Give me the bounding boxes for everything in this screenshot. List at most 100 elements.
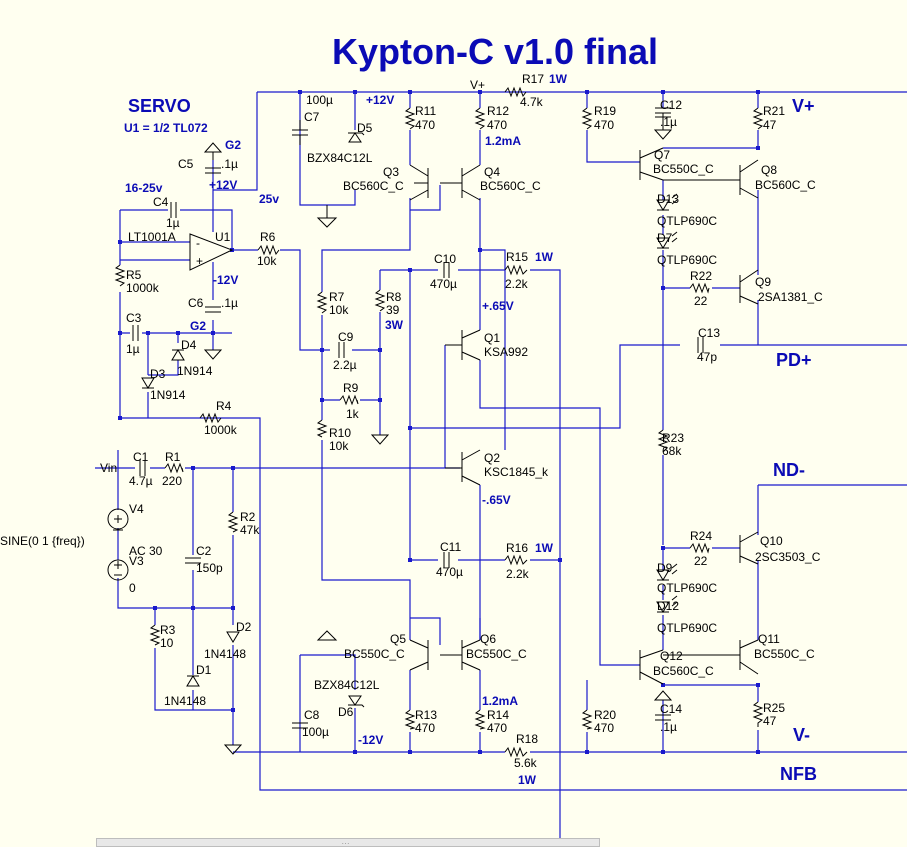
label-c10-ref: C10 <box>434 252 456 266</box>
label-d9-ref: D9 <box>657 561 673 575</box>
ground-c12 <box>653 116 673 140</box>
net-plus065: +.65V <box>482 299 514 313</box>
capacitor-c14 <box>655 714 671 721</box>
led-d7 <box>656 231 678 249</box>
opamp-u1: - + <box>189 233 234 271</box>
resistor-r13 <box>404 709 416 730</box>
transistors <box>409 147 759 685</box>
label-d3-ref: D3 <box>150 367 166 381</box>
label-r11-val: 470 <box>415 118 435 132</box>
net-rail-16-25v: 16-25v <box>125 181 163 195</box>
ground-c7 <box>316 205 338 228</box>
label-c14-ref: C14 <box>660 702 682 716</box>
diodes <box>141 132 678 708</box>
servo-heading: SERVO <box>128 96 191 116</box>
label-q8-val: BC560C_C <box>755 178 816 192</box>
source-v4 <box>107 508 129 531</box>
source-v3 <box>107 559 129 581</box>
label-c9-val: 2.2µ <box>333 358 357 372</box>
scrollbar-grip[interactable]: ... <box>342 840 351 846</box>
label-q10-val: 2SC3503_C <box>755 550 821 564</box>
label-r23-val: 68k <box>662 444 682 458</box>
port-vminus: V- <box>793 725 810 745</box>
net-vin: Vin <box>100 461 117 475</box>
label-r24-val: 22 <box>694 554 708 568</box>
label-r17-ref: R17 <box>522 72 544 86</box>
label-c1-val: 4.7µ <box>129 474 153 488</box>
label-c6-ref: C6 <box>188 296 204 310</box>
capacitor-c7 <box>292 120 308 145</box>
resistor-r5 <box>114 264 126 287</box>
resistor-r19 <box>581 107 593 130</box>
label-q1-val: KSA992 <box>484 345 528 359</box>
label-v3-ac: AC 30 <box>129 544 163 558</box>
resistor-r1 <box>164 462 184 474</box>
transistor-q1 <box>445 329 481 361</box>
resistor-r17 <box>504 86 527 98</box>
label-u1-val: LT1001A <box>128 230 176 244</box>
label-c13-val: 47p <box>697 350 717 364</box>
transistor-q10 <box>739 531 759 565</box>
resistor-r25 <box>752 701 764 727</box>
label-c8-val: 100µ <box>302 725 329 739</box>
resistor-r22 <box>689 282 710 294</box>
resistor-r12 <box>474 107 486 130</box>
label-r1-val: 220 <box>162 474 182 488</box>
label-r16-ref: R16 <box>506 541 528 555</box>
led-d9 <box>656 563 678 581</box>
label-r11-ref: R11 <box>415 104 436 118</box>
label-d6-ref: D6 <box>338 705 354 719</box>
resistor-r15 <box>504 264 528 276</box>
label-q8-ref: Q8 <box>761 163 777 177</box>
label-c12-ref: C12 <box>660 98 682 112</box>
label-q10-ref: Q10 <box>760 534 783 548</box>
net-rail-25v: 25v <box>259 192 279 206</box>
label-d4-val: 1N914 <box>177 364 213 378</box>
label-r19-ref: R19 <box>594 104 616 118</box>
label-q11-val: BC550C_C <box>754 647 815 661</box>
label-q5-val: BC550C_C <box>344 647 405 661</box>
label-d2-val: 1N4148 <box>204 647 246 661</box>
ground-d2 <box>223 744 243 755</box>
schematic-title: Kypton-C v1.0 final <box>332 31 658 72</box>
label-q3-ref: Q3 <box>383 165 399 179</box>
transistor-q5 <box>409 639 429 671</box>
capacitor-c10 <box>443 262 450 278</box>
label-r16-val: 2.2k <box>506 567 530 581</box>
diode-d3 <box>141 377 155 389</box>
port-ndminus: ND- <box>773 460 805 480</box>
label-c5-ref: C5 <box>178 157 194 171</box>
label-r18-power: 1W <box>518 773 537 787</box>
label-q7-val: BC550C_C <box>653 162 714 176</box>
label-c14-val: .1µ <box>660 720 677 734</box>
label-q12-ref: Q12 <box>660 649 683 663</box>
label-r21-ref: R21 <box>763 104 785 118</box>
label-q2-ref: Q2 <box>484 451 500 465</box>
label-v4-ref: V4 <box>129 502 144 516</box>
label-d1-val: 1N4148 <box>164 694 206 708</box>
port-nfb: NFB <box>780 764 817 784</box>
capacitor-c11 <box>443 552 450 568</box>
label-r12-ref: R12 <box>487 104 509 118</box>
ground-c5 <box>203 142 223 160</box>
label-q7-ref: Q7 <box>654 148 670 162</box>
label-r20-ref: R20 <box>594 708 616 722</box>
label-q9-ref: Q9 <box>755 275 771 289</box>
resistors <box>114 86 764 758</box>
transistor-q3 <box>409 164 429 201</box>
label-d9-val: QTLP690C <box>657 581 717 595</box>
svg-text:-: - <box>196 236 200 250</box>
label-r7-ref: R7 <box>329 290 345 304</box>
label-r8-ref: R8 <box>386 290 402 304</box>
resistor-r18 <box>504 746 528 758</box>
label-c3-ref: C3 <box>126 311 142 325</box>
capacitor-c2 <box>185 557 201 564</box>
capacitor-c13 <box>697 337 704 353</box>
capacitor-c4 <box>170 202 177 218</box>
label-d7-val: QTLP690C <box>657 253 717 267</box>
horizontal-scrollbar[interactable]: ... <box>96 838 600 847</box>
resistor-r7 <box>316 291 328 314</box>
label-d13-ref: D13 <box>657 192 679 206</box>
net-current-bottom: 1.2mA <box>482 694 518 708</box>
